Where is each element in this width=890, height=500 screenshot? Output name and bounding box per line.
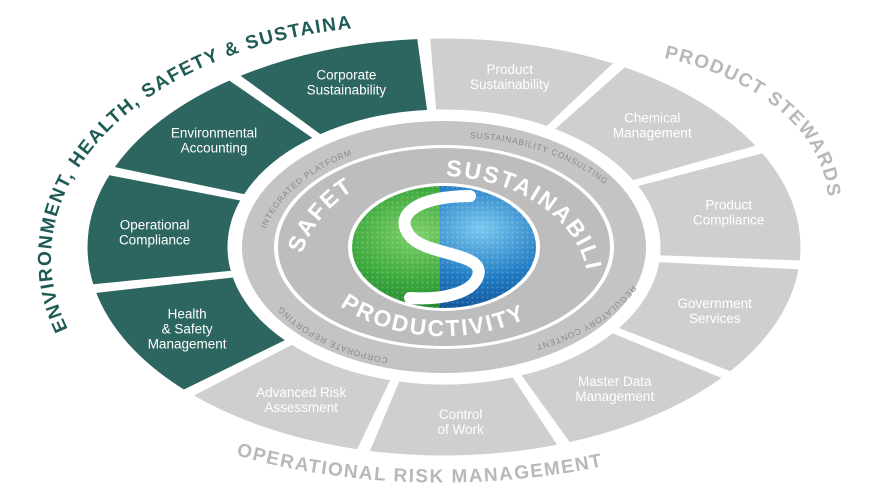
segment-label-line: Product: [705, 198, 752, 213]
segment-master-data-management: [516, 329, 728, 446]
segment-label-line: Government: [678, 296, 753, 311]
segment-advanced-risk-assessment: [187, 341, 395, 453]
segment-label-line: Accounting: [181, 141, 248, 156]
segment-label-line: Management: [575, 389, 654, 404]
logo-s-curve: [398, 190, 485, 305]
segment-label-line: of Work: [437, 422, 484, 437]
segment-label-line: Product: [487, 62, 534, 77]
segment-label-line: Sustainability: [470, 77, 550, 92]
segment-label-line: Control: [439, 407, 483, 422]
segment-label-line: Compliance: [693, 213, 764, 228]
segment-label-line: Services: [689, 311, 741, 326]
segment-label-line: Environmental: [171, 126, 257, 141]
segment-label-line: Advanced Risk: [256, 385, 346, 400]
segment-label-line: Operational: [120, 218, 190, 233]
segment-health-safety: [92, 274, 291, 393]
segment-label-line: Compliance: [119, 233, 190, 248]
segment-label-line: Sustainability: [307, 83, 387, 98]
segment-product-sustainability: [426, 35, 619, 130]
segment-label-line: Management: [613, 126, 692, 141]
segment-control-of-work: [365, 374, 563, 459]
segment-government-services: [613, 258, 802, 375]
segment-chemical-management: [549, 63, 762, 184]
segment-label-line: Corporate: [316, 68, 376, 83]
segment-label-line: Chemical: [624, 111, 680, 126]
segment-product-compliance: [632, 149, 804, 264]
segment-label-line: Assessment: [264, 400, 338, 415]
segment-label-line: & Safety: [162, 322, 213, 337]
segment-corporate-sustainability: [234, 35, 431, 138]
logo-sphere-icon: [348, 183, 540, 311]
segment-operational-compliance: [84, 171, 245, 288]
segment-label-line: Management: [148, 337, 227, 352]
segment-environmental-accounting: [109, 77, 319, 198]
segment-label-line: Health: [168, 307, 207, 322]
segment-label-line: Master Data: [578, 374, 652, 389]
